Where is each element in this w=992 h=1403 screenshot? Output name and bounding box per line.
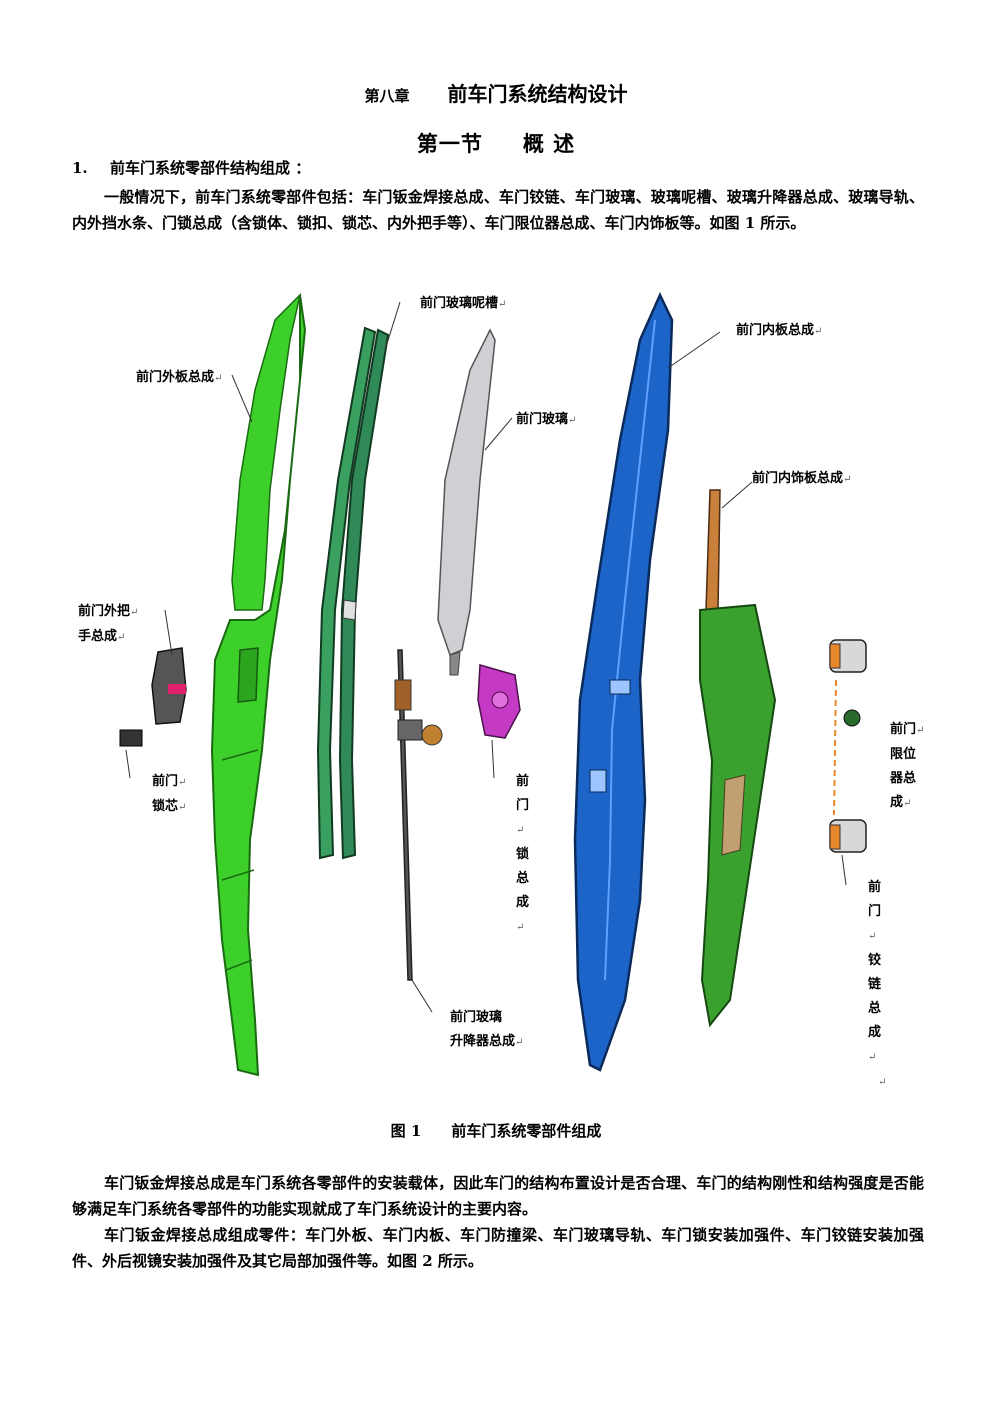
list-item-number: 1. xyxy=(72,159,88,177)
list-item-title: 前车门系统零部件结构组成 ： xyxy=(110,159,311,177)
chapter-label: 第八章 xyxy=(364,87,410,105)
caption-number: 图 1 xyxy=(390,1122,422,1140)
lock-assembly-shape xyxy=(477,664,521,739)
label-glass-run: 前门玻璃呢槽↵ xyxy=(420,296,507,311)
intro-paragraph: 一般情况下，前车门系统零部件包括：车门钣金焊接总成、车门铰链、车门玻璃、玻璃呢槽… xyxy=(72,188,924,232)
list-item-heading: 1. 前车门系统零部件结构组成 ： xyxy=(72,157,310,178)
body-paragraph-2: 车门钣金焊接总成是车门系统各零部件的安装载体，因此车门的结构布置设计是否合理、车… xyxy=(72,1174,924,1218)
label-glass: 前门玻璃↵ xyxy=(516,412,577,427)
leader-lines xyxy=(125,301,847,1013)
label-hinge: 前 门↵ 铰 链 总 成↵ xyxy=(868,880,882,1063)
check-strap-shape xyxy=(843,709,861,727)
label-outer-handle: 前门外把↵ 手总成↵ xyxy=(78,604,139,644)
outer-handle-shape xyxy=(151,647,187,725)
section-heading: 第一节 概 述 xyxy=(0,128,992,158)
label-inner-panel: 前门内板总成↵ xyxy=(736,323,823,338)
label-trim-panel: 前门内饰板总成↵ xyxy=(752,471,852,486)
lock-cylinder-shape xyxy=(119,729,143,747)
glass-shape xyxy=(437,328,496,676)
label-lock-assembly: 前 门↵ 锁 总 成↵ xyxy=(516,774,530,933)
trim-panel-shape xyxy=(699,489,777,1028)
hinge-shape xyxy=(829,639,867,853)
figure-end-mark: ↵ xyxy=(878,1077,887,1088)
glass-run-shape xyxy=(316,326,390,860)
regulator-shape xyxy=(394,649,443,981)
section-title: 概 述 xyxy=(522,131,576,156)
caption-title: 前车门系统零部件组成 xyxy=(451,1122,602,1140)
door-exploded-figure xyxy=(119,292,867,1077)
chapter-heading: 第八章 前车门系统结构设计 xyxy=(0,78,992,107)
figure-caption: 图 1 前车门系统零部件组成 xyxy=(0,1120,992,1141)
body-paragraph-3: 车门钣金焊接总成组成零件：车门外板、车门内板、车门防撞梁、车门玻璃导轨、车门锁安… xyxy=(72,1226,924,1270)
label-lock-cylinder: 前门↵ 锁芯↵ xyxy=(152,774,187,814)
chapter-title: 前车门系统结构设计 xyxy=(447,82,628,106)
label-regulator: 前门玻璃 升降器总成↵ xyxy=(450,1010,524,1049)
outer-panel-shape xyxy=(210,292,307,1077)
inner-panel-shape xyxy=(573,292,674,1072)
section-label: 第一节 xyxy=(416,131,483,156)
label-outer-panel: 前门外板总成↵ xyxy=(136,370,223,385)
label-check-strap: 前门↵ 限位 器总 成↵ xyxy=(890,722,925,810)
